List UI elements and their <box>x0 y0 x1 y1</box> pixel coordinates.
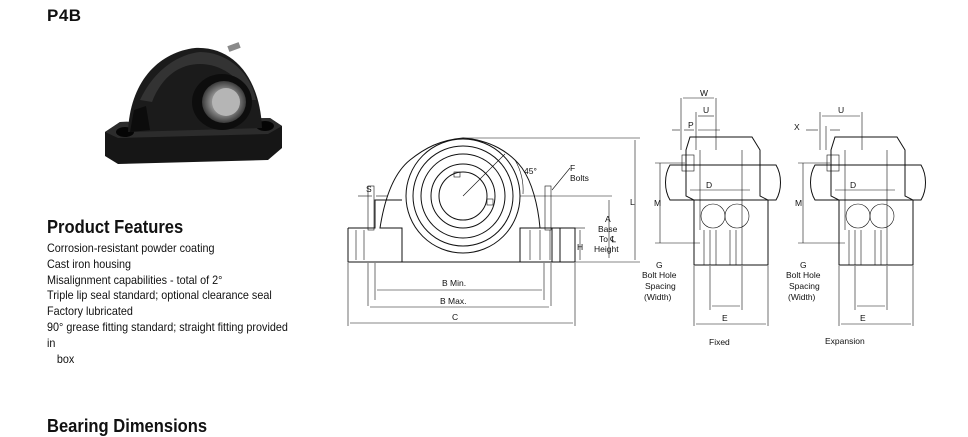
label-g-expansion: G <box>800 260 807 270</box>
fixed-side-view-drawing <box>655 97 781 326</box>
label-f: F <box>570 163 575 173</box>
label-m: M <box>654 198 661 208</box>
feature-item: Cast iron housing <box>47 256 132 271</box>
product-features-list: Corrosion-resistant powder coating Cast … <box>47 241 299 367</box>
label-expansion: Expansion <box>825 336 865 346</box>
label-fixed: Fixed <box>709 337 730 347</box>
feature-item: Misalignment capabilities - total of 2° <box>47 272 223 287</box>
dimension-drawing: S F Bolts 45° L A Base To ℄ Height H B M… <box>347 88 926 347</box>
label-bolt-hole: Bolt Hole <box>642 270 677 280</box>
label-spacing: Spacing <box>645 281 676 291</box>
product-features-heading: Product Features <box>47 217 184 237</box>
feature-item: Triple lip seal standard; optional clear… <box>47 288 272 303</box>
label-b-max: B Max. <box>440 296 466 306</box>
label-x: X <box>794 122 800 132</box>
expansion-side-view-drawing <box>798 112 926 326</box>
product-title: P4B <box>47 6 82 25</box>
label-e-expansion: E <box>860 313 866 323</box>
bearing-dimensions-heading: Bearing Dimensions <box>47 416 208 436</box>
label-s: S <box>366 184 372 194</box>
label-bolts: Bolts <box>570 173 589 183</box>
label-u-expansion: U <box>838 105 844 115</box>
label-height: Height <box>594 244 619 254</box>
label-width-expansion: (Width) <box>788 292 816 302</box>
label-p: P <box>688 120 694 130</box>
feature-item: Corrosion-resistant powder coating <box>47 241 215 255</box>
label-c: C <box>452 312 458 322</box>
label-base: Base <box>598 224 618 234</box>
front-view-drawing <box>347 137 640 326</box>
label-h: H <box>577 242 583 252</box>
label-g: G <box>656 260 663 270</box>
label-d-expansion: D <box>850 180 856 190</box>
feature-item: Factory lubricated <box>47 304 133 319</box>
label-l: L <box>630 197 635 207</box>
label-w: W <box>700 88 708 98</box>
label-d: D <box>706 180 712 190</box>
label-45-degrees: 45° <box>524 166 537 176</box>
label-width: (Width) <box>644 292 672 302</box>
label-spacing-expansion: Spacing <box>789 281 820 291</box>
feature-item-line: box <box>56 351 75 366</box>
label-bolt-hole-expansion: Bolt Hole <box>786 270 821 280</box>
feature-item: 90° grease fitting standard; straight fi… <box>47 320 299 367</box>
label-u: U <box>703 105 709 115</box>
pillow-block-photo <box>105 42 282 164</box>
label-m-expansion: M <box>795 198 802 208</box>
label-b-min: B Min. <box>442 278 466 288</box>
feature-item-line: 90° grease fitting standard; straight fi… <box>47 319 288 350</box>
label-a: A <box>605 214 611 224</box>
label-e: E <box>722 313 728 323</box>
label-to-centerline: To ℄ <box>599 234 616 244</box>
